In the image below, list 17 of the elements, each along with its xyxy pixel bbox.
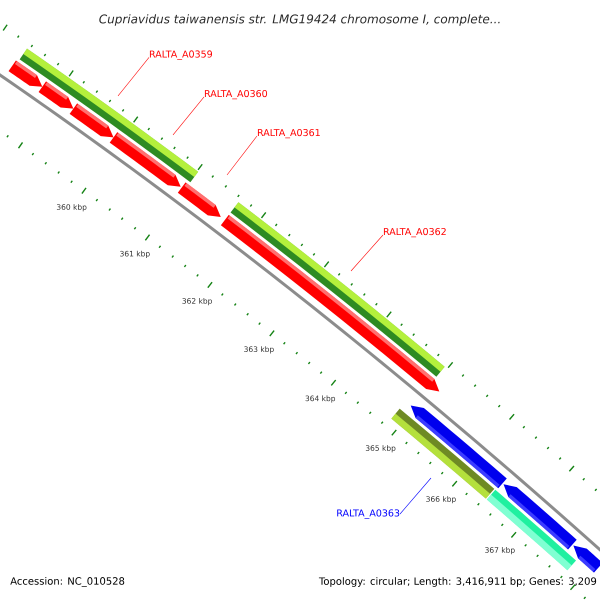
- feature-bar: [486, 490, 576, 570]
- gene-label: RALTA_A0360: [204, 90, 268, 100]
- gene-label: RALTA_A0363: [337, 509, 400, 519]
- feature-bar: [230, 202, 445, 377]
- gene-label: RALTA_A0362: [384, 228, 446, 238]
- leader-line: [350, 234, 384, 272]
- gene-feature: [573, 545, 600, 573]
- gene-label: RALTA_A0361: [258, 128, 320, 138]
- leader-line: [226, 136, 258, 176]
- leader-line: [172, 96, 204, 136]
- gene-feature: [178, 182, 221, 218]
- leader-line: [400, 478, 432, 514]
- gene-label: RALTA_A0359: [150, 50, 212, 60]
- title: Cupriavidus taiwanensis str. LMG19424 chromosome I, complete...: [99, 14, 500, 26]
- accession-text: Accession: NC_010528: [9, 576, 126, 588]
- summary-text: Topology: circular; Length: 3,416,911 bp; Genes: 3,209: [318, 577, 596, 587]
- leader-line: [118, 57, 150, 96]
